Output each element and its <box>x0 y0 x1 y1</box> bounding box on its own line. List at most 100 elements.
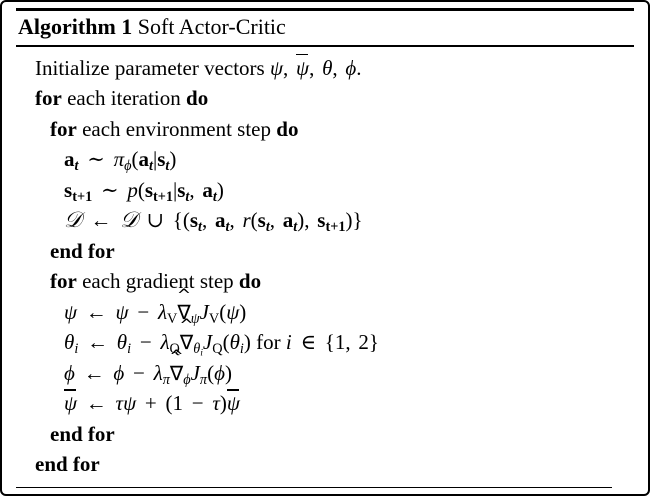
operator-distributed-as: ∼ <box>87 147 105 172</box>
symbol-state: st <box>157 147 170 175</box>
brace-close: } <box>368 330 379 355</box>
symbol-tau: τ <box>212 391 220 416</box>
paren-close: ) <box>169 147 177 172</box>
operator-assign: ← <box>85 391 107 416</box>
keyword-for: for <box>50 116 77 141</box>
symbol-state: st <box>257 208 270 236</box>
operator-assign: ← <box>85 299 107 324</box>
comma-separator: , <box>304 208 310 233</box>
keyword-do: do <box>186 86 209 111</box>
paren-open: ( <box>137 177 145 202</box>
operator-minus: − <box>137 299 150 324</box>
symbol-phi: ϕ <box>64 360 75 385</box>
symbol-phi: ϕ <box>345 55 357 80</box>
line-end-for-gradient-step: end for <box>16 419 634 450</box>
gradient-subscript-theta-i: θi <box>193 341 203 359</box>
symbol-objective-value: JV <box>199 299 220 327</box>
keyword-end-for: end for <box>50 421 115 446</box>
comma-separator: , <box>269 208 276 233</box>
brace-close: } <box>352 208 363 233</box>
symbol-psi: ψ <box>123 391 137 416</box>
symbol-psi-bar: ψ <box>64 388 77 419</box>
symbol-psi: ψ <box>64 299 78 324</box>
keyword-for: for <box>35 86 62 111</box>
algorithm-top-rule <box>16 8 634 11</box>
symbol-objective-q: JQ <box>202 330 223 358</box>
symbol-transition-density: p <box>127 177 138 202</box>
symbol-replay-buffer: 𝒟 <box>64 208 82 234</box>
comma-separator: , <box>332 55 338 80</box>
symbol-action: at <box>64 147 79 175</box>
symbol-gradient-estimate: ∇ <box>170 358 183 389</box>
symbol-action: at <box>282 208 298 236</box>
line-update-psi-bar: ψ ← τψ + (1 − τ)ψ <box>16 388 634 419</box>
paren-close: ) <box>219 391 227 416</box>
symbol-tau: τ <box>115 391 124 416</box>
paren-open: ( <box>222 330 230 355</box>
paren-close: ) <box>345 208 353 233</box>
operator-element-of: ∈ <box>300 330 316 355</box>
for-environment-step-text: each environment step <box>82 116 272 141</box>
comma-separator: , <box>283 55 289 80</box>
symbol-state: st <box>189 208 202 236</box>
initialize-text: Initialize parameter vectors <box>35 55 265 80</box>
line-update-psi: ψ ← ψ − λV∇ψJV(ψ) <box>16 297 634 328</box>
paren-open: ( <box>182 208 190 233</box>
line-sample-next-state: st+1 ∼ p(st+1|st, at) <box>16 175 634 206</box>
constant-one: 1 <box>172 391 183 416</box>
index-value-2: 2 <box>358 330 369 355</box>
line-update-phi: ϕ ← ϕ − λπ∇ϕJπ(ϕ) <box>16 358 634 389</box>
keyword-do: do <box>238 269 262 294</box>
period-separator: . <box>356 55 362 80</box>
line-end-for-environment-step: end for <box>16 236 634 267</box>
comma-separator: , <box>345 330 351 355</box>
symbol-psi: ψ <box>226 299 240 324</box>
paren-close: ) <box>216 177 224 202</box>
comma-separator: , <box>309 55 315 80</box>
line-for-gradient-step: for each gradient step do <box>16 266 634 297</box>
paren-open: ( <box>165 391 173 416</box>
operator-distributed-as: ∼ <box>100 177 119 202</box>
index-value-1: 1 <box>334 330 346 355</box>
symbol-learning-rate-policy: λπ <box>153 360 170 388</box>
symbol-next-state: st+1 <box>317 208 346 236</box>
operator-assign: ← <box>87 330 109 355</box>
symbol-action: at <box>138 147 153 175</box>
symbol-next-state: st+1 <box>64 177 93 205</box>
symbol-objective-policy: Jπ <box>190 360 208 388</box>
algorithm-bottom-rule <box>16 486 612 489</box>
operator-assign: ← <box>83 360 105 385</box>
paren-close: ) <box>297 208 305 233</box>
keyword-end-for: end for <box>35 452 100 477</box>
comma-separator: , <box>229 208 235 233</box>
for-index-text: for <box>256 330 281 355</box>
symbol-theta-i: θi <box>229 330 244 358</box>
operator-minus: − <box>139 330 152 355</box>
keyword-do: do <box>276 116 299 141</box>
symbol-action: at <box>214 208 230 236</box>
algorithm-header-rule <box>16 45 634 47</box>
symbol-theta-i: θi <box>64 330 79 358</box>
keyword-end-for: end for <box>50 238 115 263</box>
paren-open: ( <box>219 299 227 324</box>
line-initialize: Initialize parameter vectors ψ, ψ, θ, ϕ. <box>16 53 634 84</box>
algorithm-name-label: Soft Actor-Critic <box>137 14 286 39</box>
symbol-next-state: st+1 <box>144 177 174 205</box>
algorithm-block: Algorithm 1 Soft Actor-Critic Initialize… <box>16 8 634 489</box>
operator-minus: − <box>133 360 145 385</box>
paren-close: ) <box>224 360 232 385</box>
operator-plus: + <box>144 391 157 416</box>
symbol-learning-rate-value: λV <box>157 299 178 327</box>
paren-open: ( <box>207 360 215 385</box>
line-end-for-iteration: end for <box>16 449 634 480</box>
conditional-bar: | <box>152 147 158 172</box>
for-iteration-text: each iteration <box>67 86 181 111</box>
symbol-reward: r <box>242 208 251 233</box>
symbol-psi-bar: ψ <box>226 388 240 419</box>
line-update-theta: θi ← θi − λQ∇θiJQ(θi) for i ∈ {1, 2} <box>16 327 634 358</box>
symbol-state: st <box>177 177 190 205</box>
comma-separator: , <box>189 177 195 202</box>
operator-assign: ← <box>90 208 112 233</box>
paren-close: ) <box>239 299 247 324</box>
brace-open: { <box>172 208 183 233</box>
